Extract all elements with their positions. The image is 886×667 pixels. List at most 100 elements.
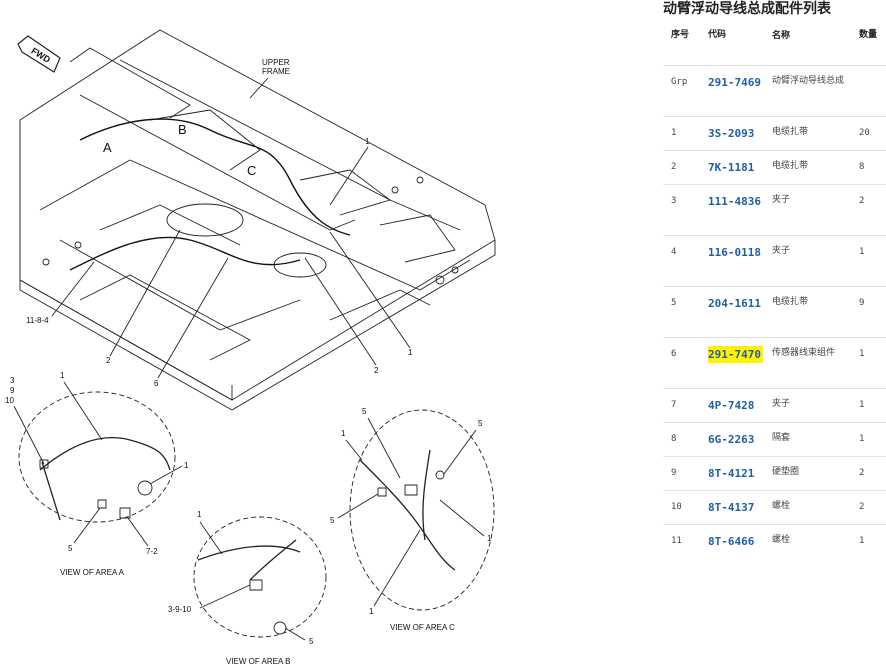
table-row: Grp 291-7469 动臂浮动导线总成 [663,64,886,116]
row-seq: 11 [663,523,700,558]
row-qty: 2 [855,455,886,490]
parts-table-header: 序号 代码 名称 数量 [663,25,886,65]
part-code-link-highlighted[interactable]: 291-7470 [708,345,763,363]
row-name: 螺栓 [765,489,855,524]
row-qty: 1 [855,336,886,388]
view-area-c-caption: VIEW OF AREA C [390,623,455,632]
callout-2-right: 2 [374,366,379,375]
row-qty: 1 [855,234,886,286]
callout-2-left: 2 [106,356,111,365]
table-row: 2 7K-1181 电缆扎带 8 [663,149,886,184]
view-a-callout-1-right: 1 [184,461,189,470]
row-qty: 1 [855,523,886,558]
part-code-link[interactable]: 6G-2263 [708,432,755,446]
row-qty: 8 [855,149,886,184]
part-code-link[interactable]: 8T-4137 [708,500,755,514]
table-row: 3 111-4836 夹子 2 [663,183,886,235]
row-seq: 6 [663,336,700,388]
parts-list-panel: 动臂浮动导线总成配件列表 序号 代码 名称 数量 Grp 291-7469 动臂… [663,0,886,667]
row-qty: 1 [855,421,886,456]
view-c-callout-1-left: 1 [341,429,346,438]
part-code-link[interactable]: 204-1611 [708,296,761,310]
part-code-link[interactable]: 8T-6466 [708,534,755,548]
part-code-link[interactable]: 111-4836 [708,194,761,208]
row-seq: 3 [663,183,700,235]
part-code-link[interactable]: 7K-1181 [708,160,755,174]
row-qty: 1 [855,387,886,422]
exploded-parts-drawing: FWD UPPER FRAME A B C 1 1 2 2 6 11-8-4 [5,29,496,666]
part-code-link[interactable]: 4P-7428 [708,398,755,412]
view-c-callout-5-top: 5 [362,407,367,416]
view-area-a-circle [18,391,176,523]
part-code-link[interactable]: 116-0118 [708,245,761,259]
table-row-highlighted: 6 291-7470 传感器线束组件 1 [663,336,886,388]
row-name: 螺栓 [765,523,855,558]
view-a-callout-1-top: 1 [60,371,65,380]
table-row: 11 8T-6466 螺栓 1 [663,523,886,558]
header-code: 代码 [708,30,727,40]
fwd-arrow-icon [17,35,61,73]
row-name: 传感器线束组件 [765,336,855,388]
part-code-link[interactable]: 3S-2093 [708,126,755,140]
row-seq: 9 [663,455,700,490]
row-seq: 7 [663,387,700,422]
row-seq: 2 [663,149,700,184]
view-area-a-caption: VIEW OF AREA A [60,568,125,577]
part-code-link[interactable]: 8T-4121 [708,466,755,480]
row-name: 夹子 [765,234,855,286]
table-row: 7 4P-7428 夹子 1 [663,387,886,422]
row-seq: Grp [663,64,700,116]
table-row: 8 6G-2263 隔套 1 [663,421,886,456]
row-name: 硬垫圈 [765,455,855,490]
table-row: 1 3S-2093 电缆扎带 20 [663,115,886,150]
callout-11-8-4: 11-8-4 [26,316,49,325]
wire-harness-lower [69,236,301,271]
view-a-callout-7-2: 7-2 [146,547,158,556]
view-a-callout-9: 9 [10,386,15,395]
parts-list-title: 动臂浮动导线总成配件列表 [663,1,831,17]
table-row: 5 204-1611 电缆扎带 9 [663,285,886,337]
row-qty [855,64,886,116]
view-area-c-circle [349,409,495,611]
table-row: 10 8T-4137 螺栓 2 [663,489,886,524]
upper-frame-outline [19,29,496,411]
row-name: 电缆扎带 [765,149,855,184]
part-code-link[interactable]: 291-7469 [708,75,761,89]
view-c-callout-5-right: 5 [478,419,483,428]
row-name: 动臂浮动导线总成 [765,64,855,116]
view-b-callout-1: 1 [197,510,202,519]
header-qty: 数量 [859,30,878,40]
view-c-callout-1-right: 1 [487,534,492,543]
view-a-callout-3: 3 [10,376,15,385]
view-b-callout-3-9-10: 3-9-10 [168,605,192,614]
view-area-b-caption: VIEW OF AREA B [226,657,290,666]
view-area-b-circle [193,516,327,638]
row-qty: 2 [855,183,886,235]
callout-1-top: 1 [365,137,370,146]
row-qty: 20 [855,115,886,150]
table-row: 4 116-0118 夹子 1 [663,234,886,286]
row-seq: 8 [663,421,700,456]
upper-frame-label-line2: FRAME [262,67,290,76]
area-a-marker: A [103,140,112,155]
row-name: 夹子 [765,387,855,422]
upper-frame-label-line1: UPPER [262,58,290,67]
header-seq: 序号 [671,30,690,40]
view-c-callout-5-left: 5 [330,516,335,525]
row-seq: 5 [663,285,700,337]
row-seq: 4 [663,234,700,286]
row-name: 隔套 [765,421,855,456]
callout-1-right: 1 [408,348,413,357]
view-c-callout-1-bottom: 1 [369,607,374,616]
wire-harness-line [79,118,351,236]
row-name: 夹子 [765,183,855,235]
view-a-callout-5: 5 [68,544,73,553]
row-seq: 1 [663,115,700,150]
row-seq: 10 [663,489,700,524]
table-row: 9 8T-4121 硬垫圈 2 [663,455,886,490]
view-b-callout-5: 5 [309,637,314,646]
area-b-marker: B [178,122,187,137]
header-name: 名称 [772,31,791,41]
row-qty: 2 [855,489,886,524]
row-qty: 9 [855,285,886,337]
